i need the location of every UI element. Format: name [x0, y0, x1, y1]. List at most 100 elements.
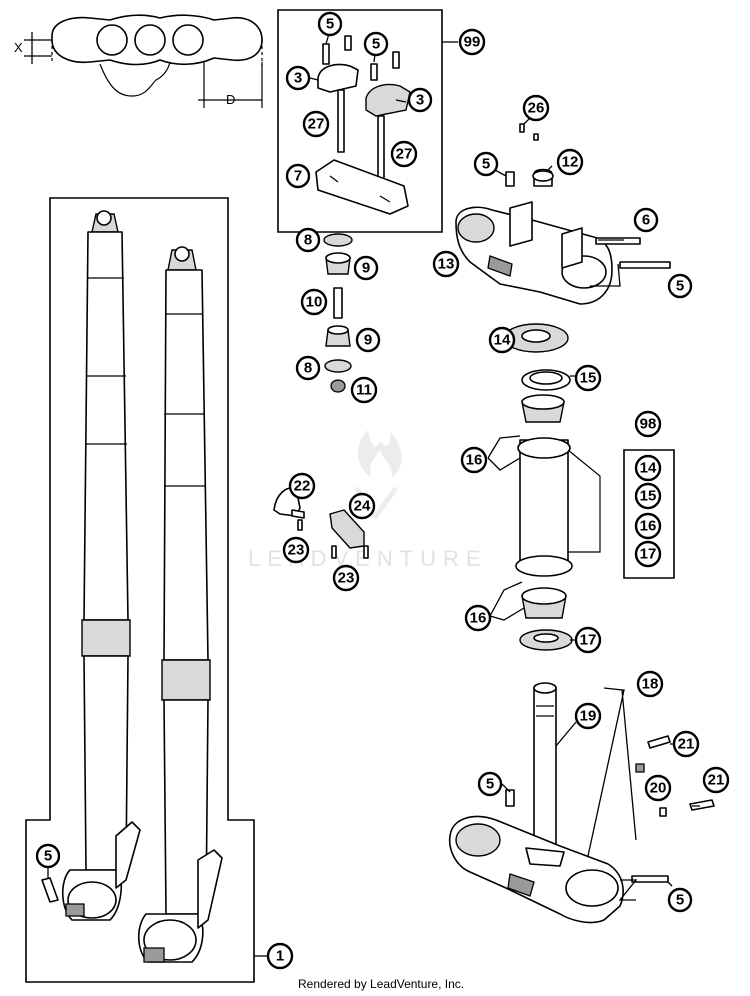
- callout-14: 14: [634, 454, 662, 482]
- svg-text:11: 11: [356, 382, 372, 399]
- callout-23: 23: [332, 564, 360, 592]
- svg-text:5: 5: [676, 278, 684, 295]
- svg-text:15: 15: [580, 370, 597, 387]
- callout-9: 9: [355, 327, 381, 353]
- svg-text:23: 23: [288, 542, 305, 559]
- svg-text:12: 12: [562, 154, 579, 171]
- callout-27: 27: [390, 140, 418, 168]
- callout-20: 20: [644, 774, 672, 802]
- svg-text:24: 24: [354, 498, 371, 515]
- svg-text:5: 5: [482, 156, 490, 173]
- svg-text:7: 7: [294, 168, 302, 185]
- svg-text:27: 27: [396, 146, 413, 163]
- callout-5: 5: [667, 273, 693, 299]
- callout-15: 15: [574, 364, 602, 392]
- svg-text:14: 14: [640, 460, 657, 477]
- callout-8: 8: [295, 355, 321, 381]
- svg-text:21: 21: [708, 772, 725, 789]
- svg-text:5: 5: [44, 848, 52, 865]
- callout-3: 3: [407, 87, 433, 113]
- svg-text:8: 8: [304, 360, 312, 377]
- callout-5: 5: [473, 151, 499, 177]
- callout-99: 99: [458, 28, 486, 56]
- callout-9: 9: [353, 255, 379, 281]
- callout-24: 24: [348, 492, 376, 520]
- left-fork-leg: [61, 210, 141, 921]
- callout-5: 5: [35, 843, 61, 869]
- svg-text:16: 16: [466, 452, 483, 469]
- svg-text:17: 17: [580, 632, 597, 649]
- callout-1: 1: [266, 942, 294, 970]
- svg-text:8: 8: [304, 232, 312, 249]
- svg-text:18: 18: [642, 676, 659, 693]
- callout-8: 8: [295, 227, 321, 253]
- bolt-fork-clamp: [41, 877, 59, 903]
- svg-text:26: 26: [528, 100, 545, 117]
- callout-5: 5: [363, 31, 389, 57]
- callout-26: 26: [522, 94, 550, 122]
- svg-text:9: 9: [362, 260, 370, 277]
- svg-text:5: 5: [676, 892, 684, 909]
- svg-text:16: 16: [640, 518, 657, 535]
- callout-16: 16: [460, 446, 488, 474]
- callout-23: 23: [282, 536, 310, 564]
- callout-15: 15: [634, 482, 662, 510]
- callout-16: 16: [464, 604, 492, 632]
- svg-text:16: 16: [470, 610, 487, 627]
- svg-text:98: 98: [640, 416, 657, 433]
- svg-text:3: 3: [416, 92, 424, 109]
- svg-text:5: 5: [486, 776, 494, 793]
- svg-text:27: 27: [308, 116, 325, 133]
- svg-text:20: 20: [650, 780, 667, 797]
- fork-assembly-bracket: [25, 197, 255, 983]
- callout-13: 13: [432, 250, 460, 278]
- callout-27: 27: [302, 110, 330, 138]
- callout-6: 6: [633, 207, 659, 233]
- lower-triple-clamp-steering-stem: [448, 682, 715, 924]
- svg-text:21: 21: [678, 736, 695, 753]
- upper-triple-clamp: [455, 123, 671, 305]
- callout-14: 14: [488, 326, 516, 354]
- svg-text:15: 15: [640, 488, 657, 505]
- callout-5: 5: [667, 887, 693, 913]
- callout-10: 10: [300, 288, 328, 316]
- svg-text:3: 3: [294, 70, 302, 87]
- render-credit: Rendered by LeadVenture, Inc.: [298, 977, 464, 991]
- callout-18: 18: [636, 670, 664, 698]
- svg-text:5: 5: [326, 16, 334, 33]
- svg-text:10: 10: [306, 294, 323, 311]
- callout-98: 98: [634, 410, 662, 438]
- bushing-stack: [323, 233, 353, 393]
- callout-21: 21: [702, 766, 730, 794]
- triple-clamp-top-view: X D: [14, 14, 263, 108]
- callout-16: 16: [634, 512, 662, 540]
- callout-12: 12: [556, 148, 584, 176]
- callout-21: 21: [672, 730, 700, 758]
- steering-head-bearings: [503, 323, 601, 651]
- svg-text:99: 99: [464, 34, 481, 51]
- callout-17: 17: [574, 626, 602, 654]
- callout-17: 17: [634, 540, 662, 568]
- svg-text:9: 9: [364, 332, 372, 349]
- svg-text:5: 5: [372, 36, 380, 53]
- callout-5: 5: [317, 11, 343, 37]
- dimension-x-label: X: [14, 40, 23, 55]
- handlebar-clamp-parts: [315, 35, 411, 215]
- right-fork-leg: [137, 246, 223, 963]
- callout-22: 22: [288, 472, 316, 500]
- handlebar-clamp-kit-box: [277, 9, 443, 233]
- svg-text:22: 22: [294, 478, 311, 495]
- svg-text:19: 19: [580, 708, 597, 725]
- callout-11: 11: [350, 376, 378, 404]
- svg-text:23: 23: [338, 570, 355, 587]
- svg-text:1: 1: [276, 948, 284, 965]
- callout-7: 7: [285, 163, 311, 189]
- svg-text:14: 14: [494, 332, 511, 349]
- callout-19: 19: [574, 702, 602, 730]
- callout-5: 5: [477, 771, 503, 797]
- dimension-d-label: D: [226, 92, 235, 107]
- svg-text:6: 6: [642, 212, 650, 229]
- callout-3: 3: [285, 65, 311, 91]
- svg-text:13: 13: [438, 256, 455, 273]
